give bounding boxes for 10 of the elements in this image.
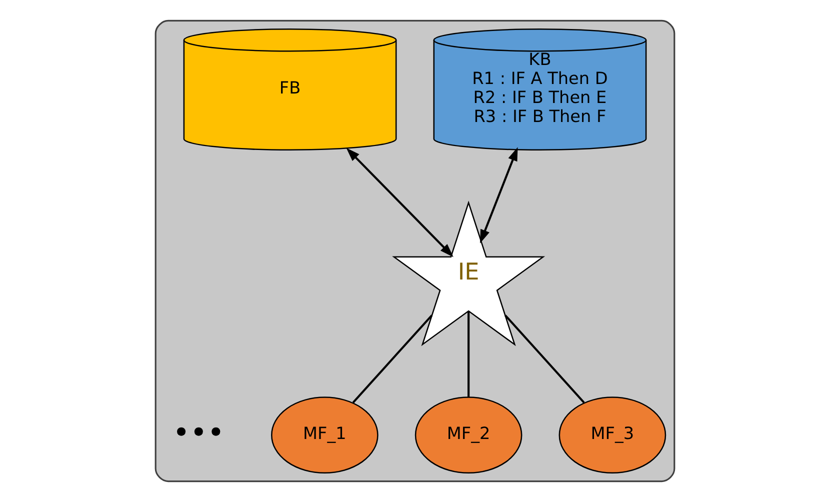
arrow (346, 148, 454, 258)
connector (352, 314, 433, 404)
arrow (480, 147, 518, 244)
node-ellipse: MF_2 (414, 396, 522, 474)
cluster (154, 20, 676, 482)
connector (468, 311, 470, 398)
node-ellipse: MF_3 (558, 396, 666, 474)
label: ••• (172, 415, 225, 450)
node-ellipse: MF_1 (271, 396, 378, 474)
connector (504, 314, 585, 404)
